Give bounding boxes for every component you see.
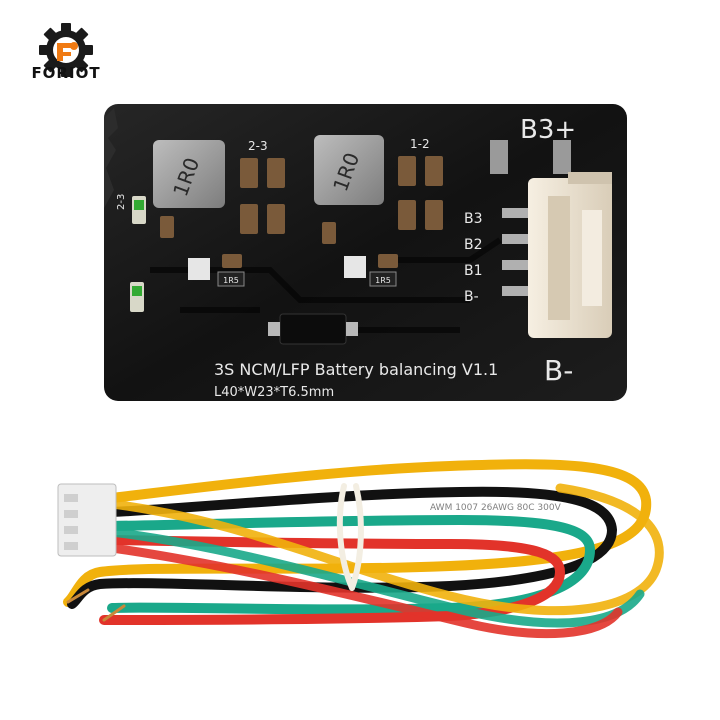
inductor-1: 1R0 — [153, 140, 225, 208]
cable-plug — [57, 483, 117, 557]
pin-label-b3: B3 — [464, 211, 483, 227]
board-connector — [502, 172, 612, 338]
smd-components — [160, 156, 443, 268]
smd-resistors: 1R5 1R5 — [188, 256, 397, 345]
wire-harness — [63, 459, 664, 639]
resistor-1-mark: 1R5 — [223, 276, 239, 285]
terminal-pos-label: B3+ — [520, 115, 576, 145]
pin-label-bneg: B- — [464, 289, 479, 305]
board-title: 3S NCM/LFP Battery balancing V1.1 — [214, 360, 498, 379]
terminal-neg-label: B- — [544, 354, 573, 387]
pcb-board — [104, 104, 627, 401]
brand-name: FORIOT — [31, 64, 101, 82]
cable-print: AWM 1007 26AWG 80C 300V — [430, 503, 562, 513]
pin-label-b2: B2 — [464, 237, 483, 253]
silkscreen: B3+ B- 2-3 1-2 2-3 B3 B2 B1 B- 3S NCM/LF… — [116, 115, 576, 400]
resistor-2-mark: 1R5 — [375, 276, 391, 285]
foriot-gear-logo-icon — [39, 23, 93, 77]
status-leds — [130, 196, 146, 312]
led-label: 2-3 — [116, 194, 127, 210]
inductor-2: 1R0 — [314, 135, 384, 205]
pin-label-b1: B1 — [464, 263, 483, 279]
board-dimensions: L40*W23*T6.5mm — [214, 385, 334, 400]
pair-label-1: 2-3 — [248, 139, 268, 153]
pair-label-2: 1-2 — [410, 137, 430, 151]
